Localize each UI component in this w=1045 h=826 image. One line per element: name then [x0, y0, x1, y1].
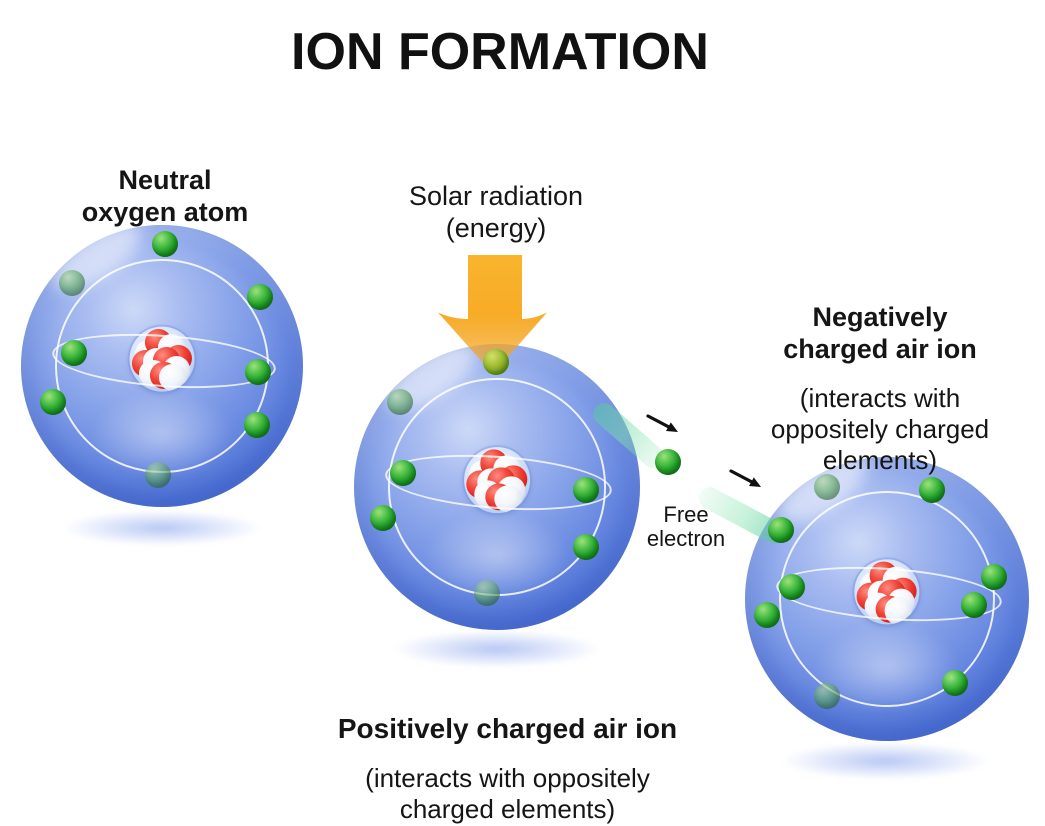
diagram-title: ION FORMATION: [291, 23, 709, 81]
atom-sphere: [21, 225, 303, 507]
electron: [61, 340, 88, 367]
label-positive-ion: Positively charged air ion (interacts wi…: [290, 694, 725, 826]
electron: [369, 504, 396, 531]
label-negative-note: (interacts with oppositely charged eleme…: [770, 383, 990, 475]
electron: [768, 516, 795, 543]
label-solar-radiation: Solar radiation (energy): [408, 181, 584, 243]
neutron: [494, 485, 522, 513]
electron: [753, 601, 780, 628]
electron: [387, 389, 414, 416]
electron: [981, 564, 1008, 591]
atom-neutral-oxygen: [21, 225, 303, 507]
electron: [572, 476, 599, 503]
electron: [941, 670, 968, 697]
label-negative-ion: Negatively charged air ion (interacts wi…: [735, 283, 1025, 494]
electron: [960, 591, 987, 618]
electron: [244, 411, 271, 438]
label-negative-title: Negatively charged air ion: [783, 302, 977, 364]
label-neutral-oxygen-atom: Neutral oxygen atom: [45, 146, 285, 246]
atom-negative-ion: [745, 457, 1029, 741]
atom-positive-ion: [354, 344, 640, 630]
sphere-shadow: [62, 510, 262, 546]
electron: [244, 358, 271, 385]
nucleus: [464, 446, 530, 513]
electron: [151, 230, 178, 257]
direction-arrow-icon: [729, 469, 761, 487]
neutron: [884, 597, 912, 625]
atom-sphere: [745, 457, 1029, 741]
direction-arrow-icon: [646, 414, 678, 432]
electron: [389, 459, 416, 486]
sphere-shadow: [780, 742, 990, 780]
nucleus: [854, 559, 920, 625]
electron: [247, 283, 274, 310]
label-positive-title: Positively charged air ion: [337, 713, 678, 744]
electron: [145, 462, 172, 489]
free-electron: [655, 449, 681, 475]
nucleus: [129, 326, 195, 392]
label-neutral-title: Neutral oxygen atom: [81, 165, 249, 227]
neutron: [159, 364, 187, 392]
electron: [58, 270, 85, 297]
electron: [39, 389, 66, 416]
atom-sphere: [354, 344, 640, 630]
electron: [918, 476, 945, 503]
electron: [572, 534, 599, 561]
electron: [473, 580, 500, 607]
solar-radiation-arrow-icon: [438, 255, 547, 374]
electron: [814, 683, 841, 710]
electron: [814, 474, 841, 501]
label-positive-note: (interacts with oppositely charged eleme…: [365, 763, 650, 824]
label-free-electron: Free electron: [646, 502, 726, 551]
electron: [778, 574, 805, 601]
sphere-shadow: [392, 630, 602, 668]
electron: [483, 349, 510, 376]
